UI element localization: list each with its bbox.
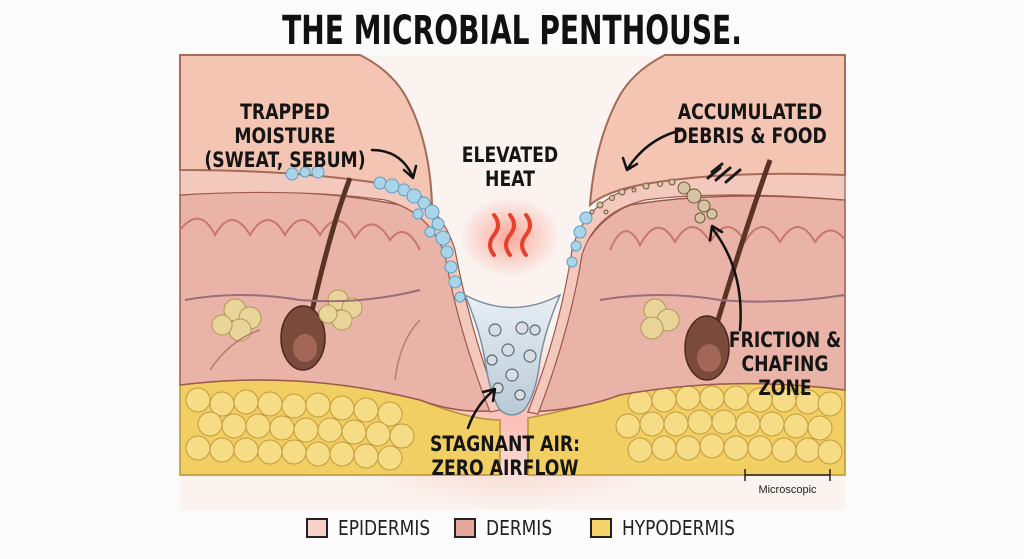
vessel-left xyxy=(184,289,421,303)
sebaceous-glands-right xyxy=(640,298,680,340)
moisture-droplets xyxy=(285,165,466,303)
moisture-droplets-right xyxy=(566,211,593,268)
moisture-arrow xyxy=(370,148,414,177)
papillae-right xyxy=(609,226,846,251)
air-bubbles xyxy=(486,321,541,401)
scale-bar-label: Microscopic xyxy=(758,484,817,496)
debris-arrow xyxy=(626,128,684,170)
callout-arrows xyxy=(370,128,742,430)
hair-right xyxy=(712,159,773,331)
sebaceous-glands-left xyxy=(211,289,363,342)
legend-epidermis: EPIDERMIS xyxy=(306,515,446,541)
skin-surface-right xyxy=(588,54,846,208)
vessel-right xyxy=(599,294,846,303)
legend-label: DERMIS xyxy=(486,516,553,540)
legend-dermis: DERMIS xyxy=(454,515,564,541)
label-trapped-moisture: TRAPPED MOISTURE(SWEAT, SEBUM) xyxy=(204,100,366,172)
scale-bar xyxy=(744,469,831,481)
fat-cells-right xyxy=(615,385,843,465)
air-arrow xyxy=(466,388,496,430)
legend-label: EPIDERMIS xyxy=(338,516,431,540)
legend-hypodermis: HYPODERMIS xyxy=(590,515,755,541)
legend-label: HYPODERMIS xyxy=(622,516,735,540)
legend-swatch-hypodermis xyxy=(590,518,612,538)
heat-waves-icon xyxy=(488,213,532,257)
legend-swatch-dermis xyxy=(454,518,476,538)
label-stagnant-air: STAGNANT AIR:ZERO AIRFLOW xyxy=(429,432,581,480)
hair-left xyxy=(307,177,353,321)
friction-marks xyxy=(706,162,742,184)
page-title: THE MICROBIAL PENTHOUSE. xyxy=(282,8,742,54)
papillae-left xyxy=(179,217,421,251)
friction-arrow xyxy=(710,226,742,332)
legend-swatch-epidermis xyxy=(306,518,328,538)
fat-cells-left xyxy=(185,387,415,471)
debris-particles xyxy=(589,178,718,224)
